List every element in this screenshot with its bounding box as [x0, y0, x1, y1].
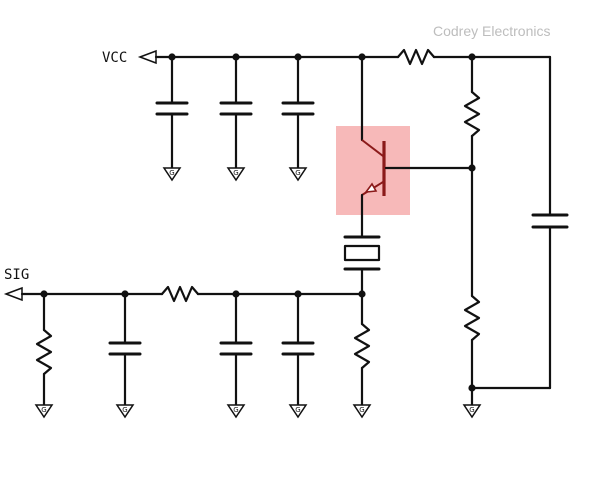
crystal-resonator: [343, 235, 381, 271]
ground-symbol: G: [226, 167, 246, 182]
sig-label: SIG: [4, 267, 29, 283]
emitter-resistor: [353, 322, 371, 407]
svg-text:G: G: [122, 406, 127, 414]
ground-symbol: G: [352, 404, 372, 419]
ground-symbol: G: [162, 167, 182, 182]
vcc-label: VCC: [102, 50, 127, 66]
ground-symbol: G: [288, 167, 308, 182]
svg-text:G: G: [295, 406, 300, 414]
svg-text:G: G: [169, 169, 174, 177]
sig-capacitor-1: [108, 292, 142, 407]
svg-text:G: G: [295, 169, 300, 177]
vcc-port: VCC: [102, 49, 157, 66]
vcc-capacitor-3: [281, 55, 315, 170]
ground-symbol: G: [34, 404, 54, 419]
svg-text:G: G: [469, 406, 474, 414]
top-resistor: [396, 48, 436, 66]
ground-symbol: G: [226, 404, 246, 419]
sig-resistor-left: [35, 292, 53, 407]
transistor-highlight: [336, 126, 410, 215]
sig-capacitor-3: [281, 292, 315, 407]
ground-symbol: G: [462, 404, 482, 419]
bypass-capacitor: [531, 55, 569, 390]
ground-symbol: G: [288, 404, 308, 419]
sig-capacitor-2: [219, 292, 253, 407]
svg-text:G: G: [233, 169, 238, 177]
vcc-capacitor-2: [219, 55, 253, 170]
svg-text:G: G: [233, 406, 238, 414]
transistor: [361, 139, 386, 196]
svg-text:G: G: [41, 406, 46, 414]
series-resistor: [160, 285, 200, 303]
brand-watermark: Codrey Electronics: [433, 23, 551, 39]
upper-bias-resistor: [463, 90, 481, 138]
svg-text:G: G: [359, 406, 364, 414]
lower-bias-resistor: [463, 294, 481, 342]
ground-symbol: G: [115, 404, 135, 419]
vcc-capacitor-1: [155, 55, 189, 170]
